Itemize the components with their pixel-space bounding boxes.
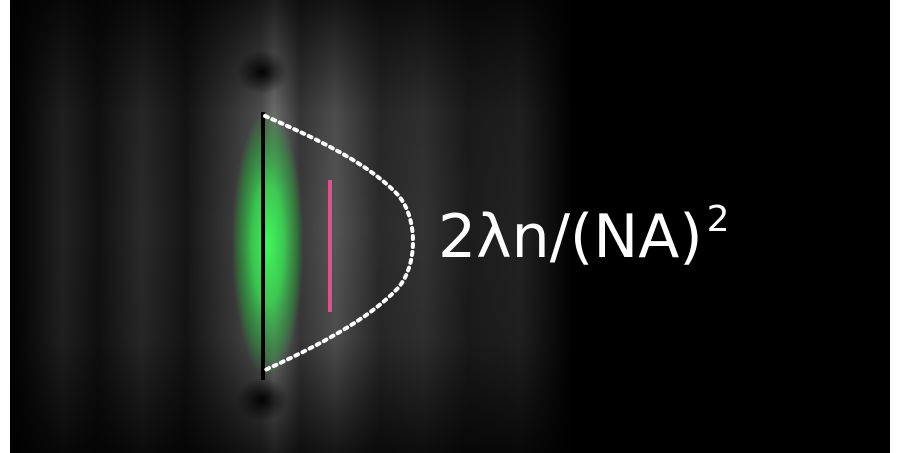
depth-of-field-formula: 2λn/(NA)2 (438, 199, 730, 268)
formula-main: 2λn/(NA) (438, 202, 703, 272)
formula-exponent: 2 (706, 199, 730, 240)
vertical-fade (10, 0, 890, 453)
dotted-intensity-profile (263, 114, 415, 372)
lower-dark-node (236, 378, 288, 422)
microscopy-diagram: 2λn/(NA)2 (10, 0, 890, 453)
upper-dark-node (236, 50, 288, 94)
green-focal-spot (232, 110, 304, 378)
diagram-graphics (10, 0, 890, 453)
